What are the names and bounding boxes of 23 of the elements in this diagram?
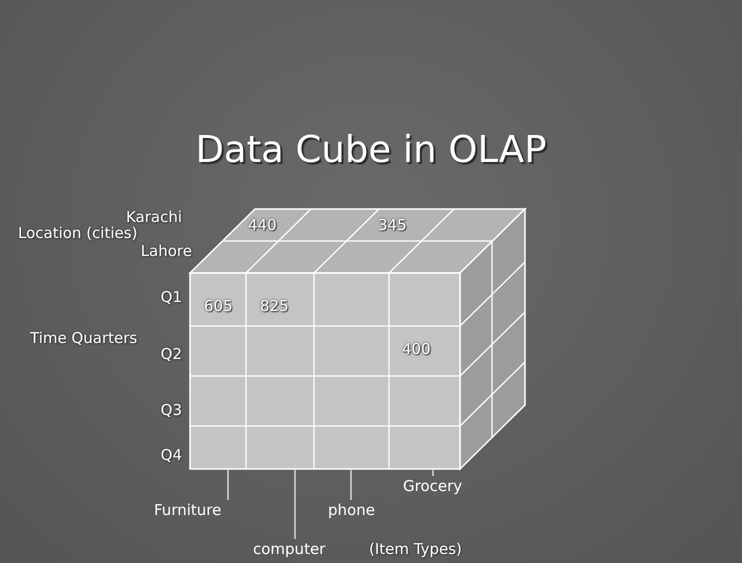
cell-value: 345 [378, 216, 407, 234]
leader-line [432, 470, 434, 476]
axis-title: Time Quarters [30, 329, 138, 347]
category-label: computer [253, 540, 326, 558]
axis-label: Lahore [140, 242, 192, 260]
axis-label: Karachi [126, 208, 182, 226]
cell-value: 825 [260, 297, 289, 315]
leader-line [350, 470, 352, 500]
leader-line [227, 470, 229, 500]
cell-value: 605 [204, 297, 233, 315]
category-label: phone [328, 501, 375, 519]
cell-value: 440 [248, 216, 277, 234]
axis-label: Q4 [160, 446, 182, 464]
axis-label: Q3 [160, 401, 182, 419]
axis-title: (Item Types) [369, 540, 462, 558]
axis-label: Q2 [160, 345, 182, 363]
cell-value: 400 [402, 340, 431, 358]
leader-line [294, 470, 296, 539]
category-label: Furniture [154, 501, 222, 519]
axis-title: Location (cities) [18, 224, 138, 242]
title: Data Cube in OLAP [194, 128, 548, 171]
axis-label: Q1 [160, 288, 182, 306]
category-label: Grocery [403, 477, 462, 495]
